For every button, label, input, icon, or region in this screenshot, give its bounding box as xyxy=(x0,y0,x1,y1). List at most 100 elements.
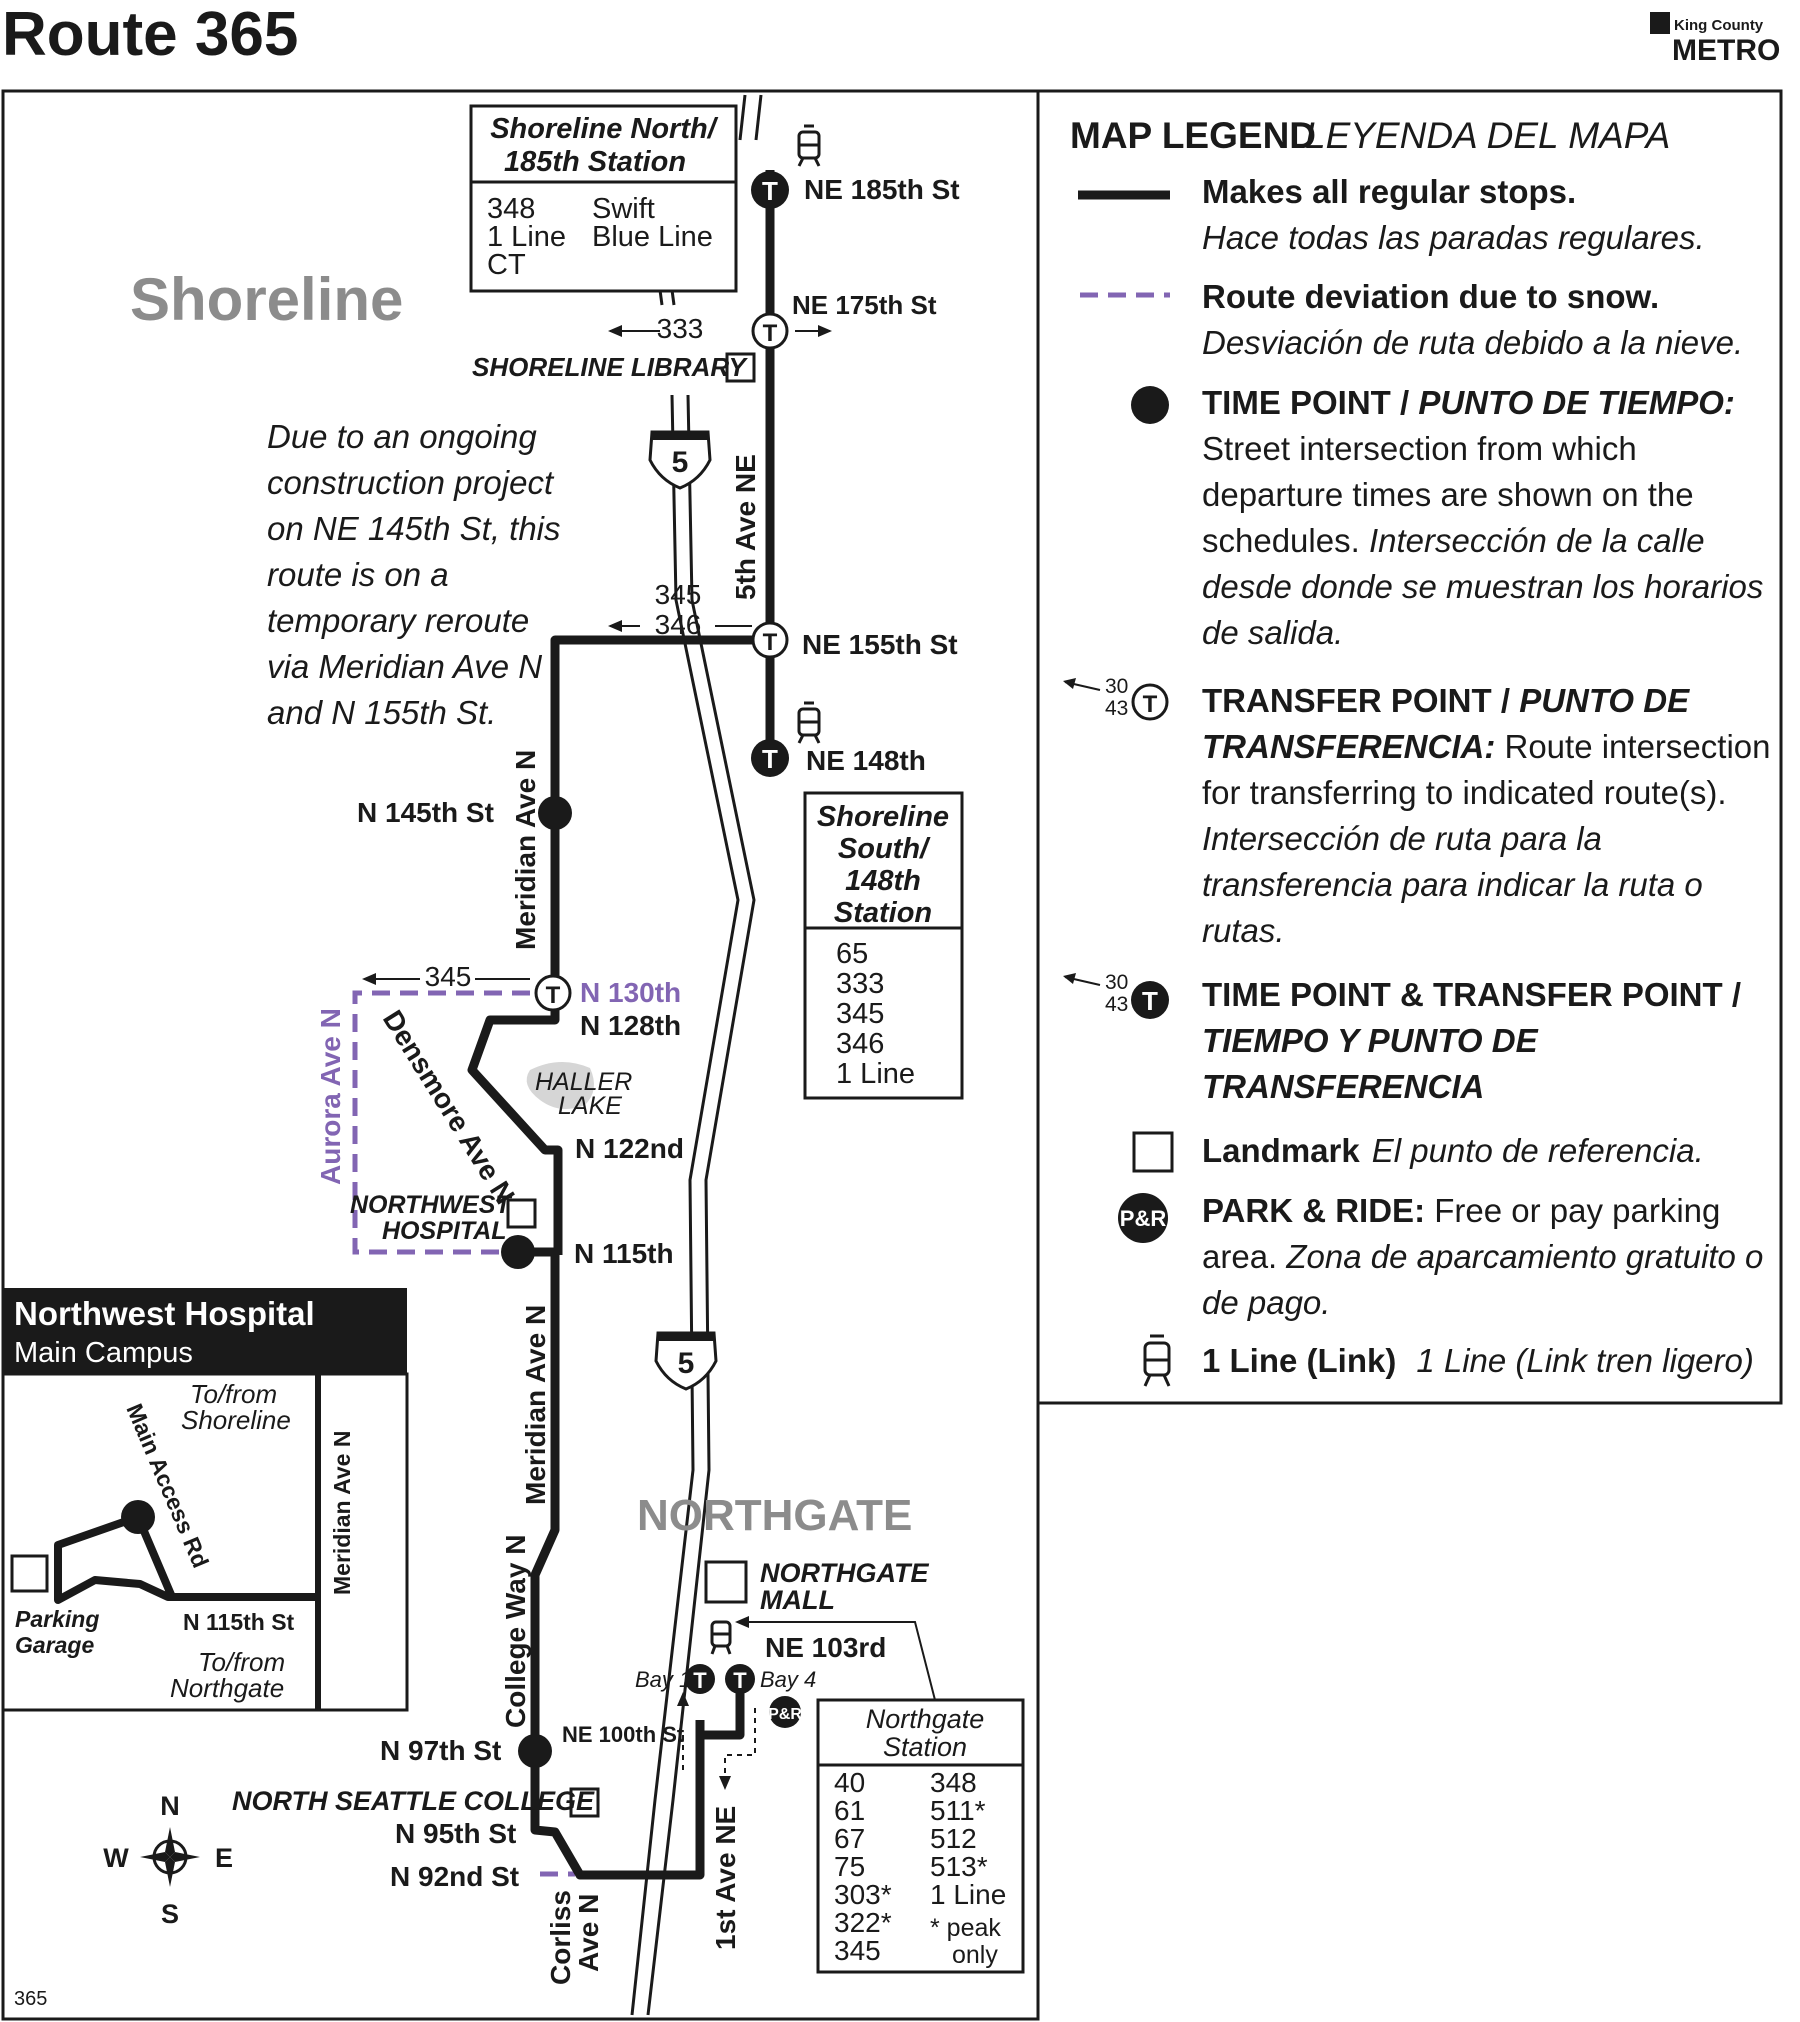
street-n-122nd: N 122nd xyxy=(575,1133,684,1164)
stop-n-97th[interactable] xyxy=(518,1734,552,1768)
notice-line: temporary reroute xyxy=(267,602,529,639)
street-ne-175th: NE 175th St xyxy=(792,290,937,320)
interstate-5-label-south: 5 xyxy=(678,1347,695,1380)
interstate-5-shield-south: 5 xyxy=(654,1331,718,1391)
svg-text:30: 30 xyxy=(1105,971,1128,994)
legend-light-rail-icon xyxy=(1143,1334,1171,1387)
shoreline-south-name: Station xyxy=(834,897,932,929)
stop-ne-185th[interactable]: T xyxy=(751,171,789,209)
stop-ne-155th[interactable]: T xyxy=(751,621,789,659)
street-ne-148th: NE 148th xyxy=(806,745,926,776)
notice-line: Due to an ongoing xyxy=(267,418,537,455)
legend-time-point-desc: desde donde se muestran los horarios xyxy=(1202,568,1763,605)
shoreline-north-route: Blue Line xyxy=(592,221,713,253)
stop-ne-148th[interactable]: T xyxy=(751,739,789,777)
inset-subtitle: Main Campus xyxy=(14,1337,193,1369)
northgate-footnote-2: only xyxy=(952,1941,998,1969)
legend-transfer-title-2: TRANSFERENCIA: Route intersection xyxy=(1202,728,1770,765)
shoreline-library-landmark xyxy=(725,352,756,383)
area-northgate: NORTHGATE xyxy=(637,1491,912,1540)
street-ne-155th: NE 155th St xyxy=(802,629,958,660)
inset-to-shoreline-1: To/from xyxy=(190,1379,277,1409)
map-legend: MAP LEGEND LEYENDA DEL MAPA Makes all re… xyxy=(1063,115,1770,1387)
shoreline-library-label: SHORELINE LIBRARY xyxy=(472,352,749,382)
stop-n-115th[interactable] xyxy=(501,1235,535,1269)
legend-time-transfer-icon: T 30 43 xyxy=(1063,971,1169,1019)
snow-deviation-route xyxy=(352,990,575,1877)
legend-heading: MAP LEGEND xyxy=(1070,115,1316,156)
inset-meridian: Meridian Ave N xyxy=(329,1431,355,1595)
compass-s: S xyxy=(161,1899,179,1929)
shoreline-north-name-1: Shoreline North/ xyxy=(490,113,719,145)
street-n-115th: N 115th xyxy=(574,1238,674,1269)
svg-text:T: T xyxy=(546,982,561,1009)
northgate-station-box: Northgate Station 40 61 67 75 303* 322* … xyxy=(816,1698,1025,1974)
compass-w: W xyxy=(103,1843,129,1873)
northgate-station-name-2: Station xyxy=(883,1732,967,1762)
northgate-mall-label-2: MALL xyxy=(760,1585,835,1615)
stop-ne-175th[interactable]: T xyxy=(751,312,789,350)
northgate-mall-label-1: NORTHGATE xyxy=(760,1558,929,1588)
svg-text:P&R: P&R xyxy=(1120,1206,1167,1231)
legend-regular-stops-es: Hace todas las paradas regulares. xyxy=(1202,219,1705,256)
legend-time-transfer: TRANSFERENCIA xyxy=(1202,1068,1484,1105)
shoreline-north-station-box: Shoreline North/ 185th Station 348 1 Lin… xyxy=(469,104,738,293)
shoreline-south-route: 65 xyxy=(836,938,868,970)
street-5th-ave-ne: 5th Ave NE xyxy=(730,454,761,600)
stop-n-130th[interactable]: T xyxy=(534,974,572,1012)
inset-parking-1: Parking xyxy=(15,1606,99,1632)
arrowheads xyxy=(362,325,832,1790)
interstate-5-shield-north: 5 xyxy=(648,430,712,490)
street-1st-ave-ne: 1st Ave NE xyxy=(710,1806,741,1950)
northgate-route: 40 xyxy=(834,1767,865,1798)
legend-park-ride-desc: de pago. xyxy=(1202,1284,1330,1321)
area-shoreline: Shoreline xyxy=(130,266,403,333)
northwest-hospital-inset: Northwest Hospital Main Campus To/from S… xyxy=(1,1288,409,1712)
northgate-route: 322* xyxy=(834,1907,892,1938)
inset-to-northgate-2: Northgate xyxy=(170,1673,284,1703)
stop-bay-4[interactable]: T xyxy=(725,1664,755,1694)
legend-transfer-title: TRANSFER POINT / PUNTO DE xyxy=(1202,682,1690,719)
king-county-metro-logo: King County METRO xyxy=(1650,12,1780,67)
notice-line: via Meridian Ave N xyxy=(267,648,542,685)
northgate-route: 1 Line xyxy=(930,1879,1006,1910)
notice-line: on NE 145th St, this xyxy=(267,510,561,547)
shoreline-south-route: 346 xyxy=(836,1028,884,1060)
street-ne-103rd: NE 103rd xyxy=(765,1632,886,1663)
route-label-345-b: 345 xyxy=(425,961,472,992)
inset-to-northgate-1: To/from xyxy=(198,1647,285,1677)
legend-regular-stops: Makes all regular stops. xyxy=(1202,173,1576,210)
interstate-5-label-north: 5 xyxy=(672,446,689,479)
route-label-333: 333 xyxy=(657,313,704,344)
shoreline-north-route: CT xyxy=(487,249,526,281)
shoreline-south-name: South/ xyxy=(838,833,931,865)
shoreline-north-route: Swift xyxy=(592,193,655,225)
legend-transfer-desc: rutas. xyxy=(1202,912,1285,949)
northgate-route: 303* xyxy=(834,1879,892,1910)
northwest-hospital-landmark xyxy=(506,1198,537,1229)
northgate-mall-landmark xyxy=(704,1560,748,1604)
bay-4-label: Bay 4 xyxy=(760,1667,816,1692)
haller-lake-label-2: LAKE xyxy=(558,1092,622,1120)
northgate-footnote-1: * peak xyxy=(930,1914,1001,1942)
street-densmore-ave-n: Densmore Ave N xyxy=(377,1005,521,1210)
street-n-97th: N 97th St xyxy=(380,1735,501,1766)
park-and-ride-northgate: P&R xyxy=(768,1696,802,1728)
compass-n: N xyxy=(160,1791,180,1821)
svg-text:T: T xyxy=(763,320,778,347)
stop-bay-1[interactable]: T xyxy=(685,1664,715,1694)
bay-1-label: Bay 1 xyxy=(635,1667,691,1692)
legend-time-transfer: TIME POINT & TRANSFER POINT / xyxy=(1202,976,1741,1013)
light-rail-icon-northgate xyxy=(710,1620,732,1655)
light-rail-icon-148th xyxy=(797,701,821,744)
svg-text:43: 43 xyxy=(1105,697,1128,720)
legend-transfer-desc: transferencia para indicar la ruta o xyxy=(1202,866,1703,903)
northgate-route: 75 xyxy=(834,1851,865,1882)
street-corliss-1: Corliss xyxy=(545,1890,576,1985)
stop-n-145th[interactable] xyxy=(538,796,572,830)
legend-time-point-title: TIME POINT / PUNTO DE TIEMPO: xyxy=(1202,384,1735,421)
svg-text:T: T xyxy=(693,1668,707,1693)
legend-transfer-desc: for transferring to indicated route(s). xyxy=(1202,774,1727,811)
legend-transfer-icon: T 30 43 xyxy=(1063,675,1169,721)
route-label-346: 346 xyxy=(655,609,702,640)
